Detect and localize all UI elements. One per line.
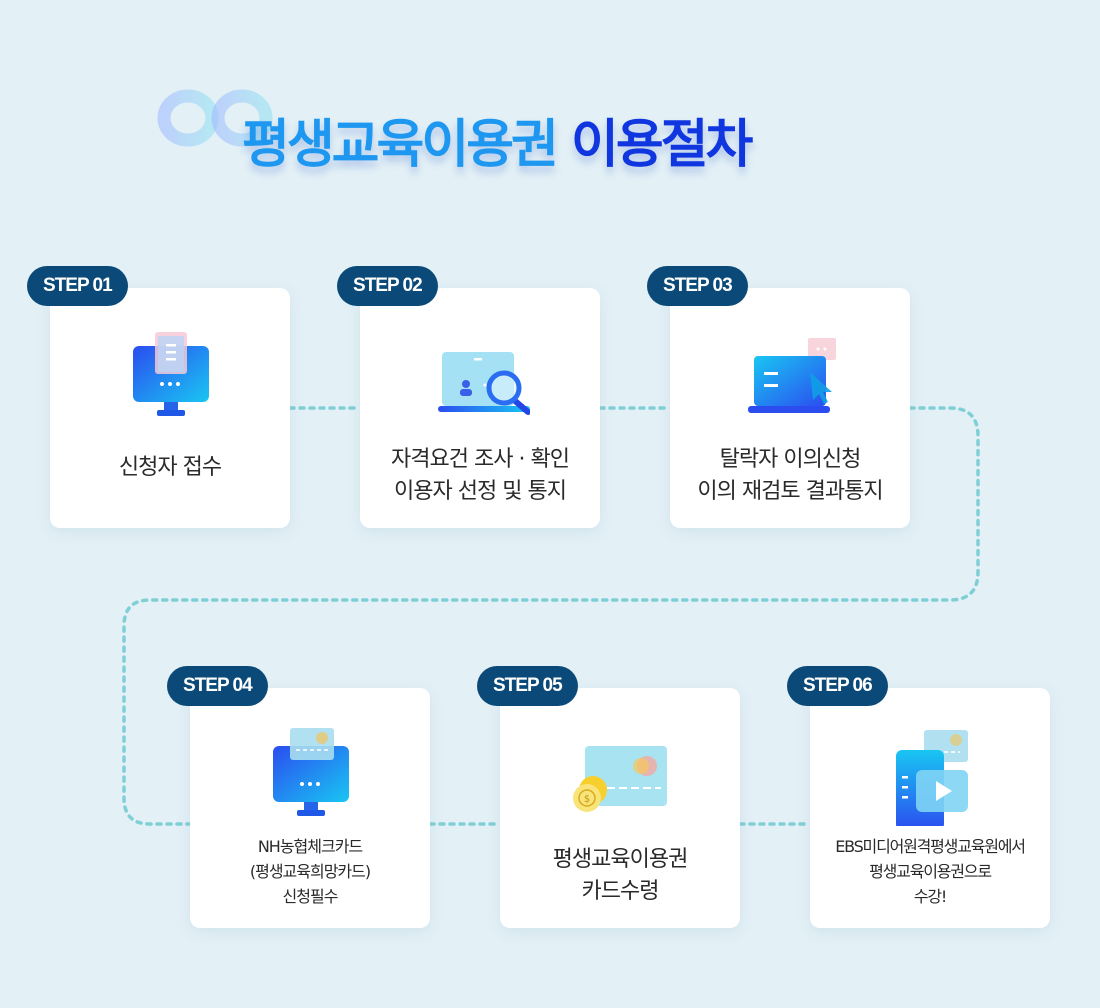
title-part1: 평생교육이용권 (242, 115, 559, 175)
step-label-line: 이용자 선정 및 통지 (394, 479, 567, 504)
laptop-cursor-icon (748, 338, 836, 413)
step-badge-6: STEP 06 (787, 666, 888, 706)
monitor-receipt-icon (133, 332, 209, 416)
step-card-2: 자격요건 조사 · 확인 이용자 선정 및 통지 (360, 288, 600, 528)
step-badge-4: STEP 04 (167, 666, 268, 706)
phone-video-icon (896, 730, 968, 826)
step-label-line: EBS미디어원격평생교육원에서 (835, 837, 1026, 856)
step-card-1: 신청자 접수 (50, 288, 290, 528)
step-label: 평생교육이용권 카드수령 (510, 844, 730, 908)
step-card-6: EBS미디어원격평생교육원에서 평생교육이용권으로 수강! (810, 688, 1050, 928)
page-title: 평생교육이용권 이용절차 (242, 102, 753, 177)
step-label-line: 평생교육이용권 (552, 847, 689, 872)
monitor-card-icon (273, 728, 349, 816)
step-label: NH농협체크카드 (평생교육희망카드) 신청필수 (200, 834, 420, 909)
step-label: 신청자 접수 (60, 452, 280, 484)
step-label: EBS미디어원격평생교육원에서 평생교육이용권으로 수강! (810, 834, 1050, 909)
step-label-line: 탈락자 이의신청 (719, 447, 862, 472)
step-card-4: NH농협체크카드 (평생교육희망카드) 신청필수 (190, 688, 430, 928)
step-label-line: NH농협체크카드 (257, 837, 363, 856)
infinity-logo-icon (157, 89, 273, 147)
step-label-line: 신청자 접수 (118, 455, 222, 480)
step-label-line: 자격요건 조사 · 확인 (391, 447, 570, 472)
step-label-line: 이의 재검토 결과통지 (697, 479, 883, 504)
step-label: 탈락자 이의신청 이의 재검토 결과통지 (680, 444, 900, 508)
step-badge-1: STEP 01 (27, 266, 128, 306)
step-label-line: 수강! (913, 887, 947, 906)
step-badge-3: STEP 03 (647, 266, 748, 306)
step-label: 자격요건 조사 · 확인 이용자 선정 및 통지 (370, 444, 590, 508)
title-area: 평생교육이용권 이용절차 (150, 89, 910, 182)
title-part2: 이용절차 (571, 115, 753, 175)
step-badge-2: STEP 02 (337, 266, 438, 306)
laptop-search-icon (438, 352, 530, 415)
step-label-line: (평생교육희망카드) (249, 862, 371, 881)
step-card-5: $ 평생교육이용권 카드수령 (500, 688, 740, 928)
card-coin-icon: $ (573, 746, 667, 812)
step-label-line: 평생교육이용권으로 (869, 862, 992, 881)
step-label-line: 카드수령 (581, 879, 660, 904)
step-label-line: 신청필수 (282, 887, 339, 906)
step-badge-5: STEP 05 (477, 666, 578, 706)
step-card-3: 탈락자 이의신청 이의 재검토 결과통지 (670, 288, 910, 528)
svg-text:$: $ (584, 794, 590, 805)
